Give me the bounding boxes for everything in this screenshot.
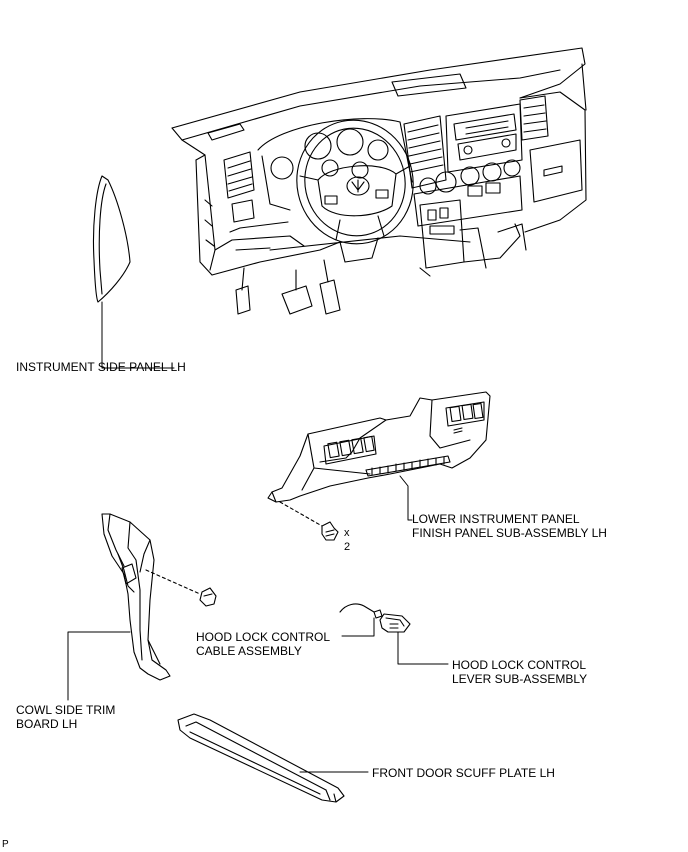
label-hood-cable-line1: HOOD LOCK CONTROL [196,630,331,644]
label-hood-lever-line1: HOOD LOCK CONTROL [452,658,587,672]
hood-lever-part [379,613,411,633]
bolt-part [321,521,339,541]
lever-leader [397,631,449,665]
instrument-side-panel-part [92,175,131,303]
clip-part [199,587,217,607]
label-lower-panel-line1: LOWER INSTRUMENT PANEL [412,512,580,526]
cowl-leader [67,631,131,701]
label-hood-lever-line2: LEVER SUB-ASSEMBLY [452,672,588,686]
hood-cable-part [339,603,383,619]
quantity-x: x [344,527,350,539]
label-scuff-plate: FRONT DOOR SCUFF PLATE LH [372,766,555,780]
cable-leader [341,617,375,637]
quantity-count: 2 [344,541,351,553]
scuff-plate-part [177,713,345,803]
side-panel-leader [101,301,175,369]
lower-instrument-panel-part [267,391,491,503]
label-instrument-side-panel: INSTRUMENT SIDE PANEL LH [16,360,186,374]
label-cowl-line1: COWL SIDE TRIM [16,703,116,717]
dashboard-illustration [171,47,587,315]
label-lower-panel-line2: FINISH PANEL SUB-ASSEMBLY LH [412,526,607,540]
corner-code: P [2,839,9,850]
label-hood-cable-line2: CABLE ASSEMBLY [196,644,302,658]
label-cowl-line2: BOARD LH [16,717,78,731]
clip-dashed-line [145,569,201,595]
bolt-dashed-line [279,501,323,527]
cowl-side-trim-part [101,513,171,681]
lower-panel-leader [399,475,413,521]
